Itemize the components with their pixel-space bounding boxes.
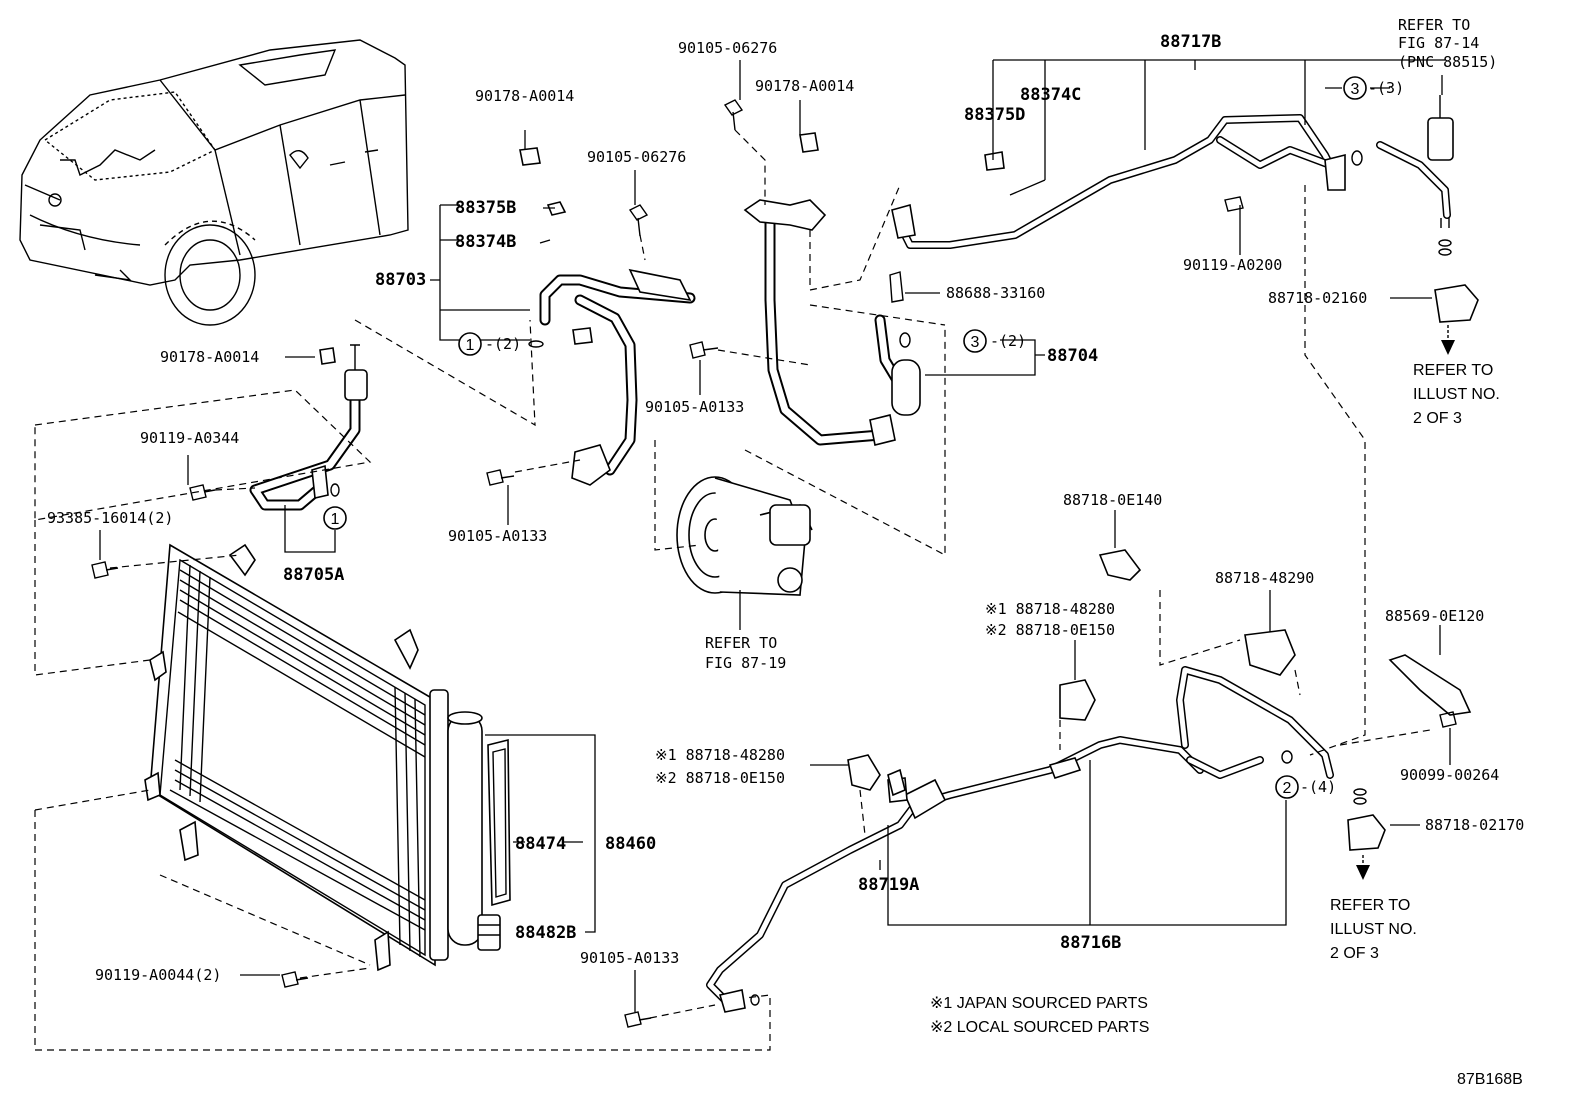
label-88705A: 88705A [283,565,344,585]
leader-lines [99,59,1451,1012]
ref-illust-b-line2: ILLUST NO. [1330,921,1417,938]
label-90105-06276-b: 90105-06276 [587,148,686,166]
label-90105-A0133-c: 90105-A0133 [580,949,679,967]
callout-3-b: 3 [1351,81,1360,98]
label-88374B: 88374B [455,232,516,252]
receiver-dryer [447,711,511,951]
label-88569-0E120: 88569-0E120 [1385,607,1484,625]
label-x1-88718-48280-a: ※1 88718-48280 [985,600,1115,618]
label-88719A: 88719A [858,875,919,895]
callout-1-b: 1 [331,511,340,528]
note-japan-sourced: ※1 JAPAN SOURCED PARTS [930,995,1148,1012]
ref-illust-b-line3: 2 OF 3 [1330,945,1379,962]
label-x2-88718-0E150-a: ※2 88718-0E150 [985,621,1115,639]
hose-88705A [249,369,368,511]
label-90178-A0014-b: 90178-A0014 [755,77,854,95]
pipe-88717B [891,114,1451,249]
suction-hose-88704 [743,199,921,446]
ref-fig-87-19-line2: FIG 87-19 [705,654,786,672]
label-88718-02170: 88718-02170 [1425,816,1524,834]
label-88718-48290: 88718-48290 [1215,569,1314,587]
label-88374C: 88374C [1020,85,1081,105]
diagram-id: 87B168B [1457,1071,1523,1088]
vehicle-illustration [19,39,409,326]
ref-fig-87-19-line1: REFER TO [705,634,777,652]
label-90099-00264: 90099-00264 [1400,766,1499,784]
ref-illust-a-line3: 2 OF 3 [1413,410,1462,427]
label-90178-A0014-c: 90178-A0014 [160,348,259,366]
label-88716B: 88716B [1060,933,1121,953]
callout-2: 2 [1283,780,1292,797]
pipe-88716B [706,666,1334,1013]
label-93385-16014: 93385-16014(2) [47,509,173,527]
label-90105-A0133-b: 90105-A0133 [448,527,547,545]
callout-1-qty: -(2) [485,335,521,353]
label-88375D: 88375D [964,105,1025,125]
fittings [319,132,1479,851]
ref-illust-a-line1: REFER TO [1413,362,1493,379]
label-90119-A0344: 90119-A0344 [140,429,239,447]
dashed-lines [34,129,1431,1051]
label-88718-02160: 88718-02160 [1268,289,1367,307]
label-88703: 88703 [375,270,426,290]
compressor [676,476,813,596]
label-88474: 88474 [515,834,566,854]
label-90178-A0014-a: 90178-A0014 [475,87,574,105]
label-x1-88718-48280-b: ※1 88718-48280 [655,746,785,764]
expansion-valve [1427,95,1454,256]
note-local-sourced: ※2 LOCAL SOURCED PARTS [930,1019,1149,1036]
label-90119-A0044: 90119-A0044(2) [95,966,221,984]
label-88718-0E140: 88718-0E140 [1063,491,1162,509]
bolts [91,99,1457,1028]
label-88375B: 88375B [455,198,516,218]
label-88688-33160: 88688-33160 [946,284,1045,302]
callout-3-a: 3 [971,334,980,351]
callout-2-qty: -(4) [1300,778,1336,796]
callout-3-qty-b: -(3) [1368,79,1404,97]
callouts: 1 -(2) 1 3 -(2) 3 -(3) 2 -(4) [323,76,1404,1006]
ref-fig-87-14-line2: FIG 87-14 [1398,34,1479,52]
label-88717B: 88717B [1160,32,1221,52]
label-x2-88718-0E150-b: ※2 88718-0E150 [655,769,785,787]
condenser-fins [169,564,426,958]
label-90105-06276-a: 90105-06276 [678,39,777,57]
callout-3-qty-a: -(2) [990,332,1026,350]
ref-illust-b-line1: REFER TO [1330,897,1410,914]
part-labels: 88717B 88374C 88375D 90105-06276 90178-A… [47,32,1524,984]
discharge-hose-88703 [539,268,696,486]
arrows [1356,325,1455,880]
label-88460: 88460 [605,834,656,854]
ref-fig-87-14-line3: (PNC 88515) [1398,53,1497,71]
reference-notes: REFER TO FIG 87-14 (PNC 88515) REFER TO … [705,16,1523,1088]
callout-1-a: 1 [466,337,475,354]
ref-illust-a-line2: ILLUST NO. [1413,386,1500,403]
condenser-assembly [144,543,449,972]
label-90119-A0200: 90119-A0200 [1183,256,1282,274]
label-88482B: 88482B [515,923,576,943]
label-88704: 88704 [1047,346,1098,366]
label-90105-A0133-a: 90105-A0133 [645,398,744,416]
ref-fig-87-14-line1: REFER TO [1398,16,1470,34]
